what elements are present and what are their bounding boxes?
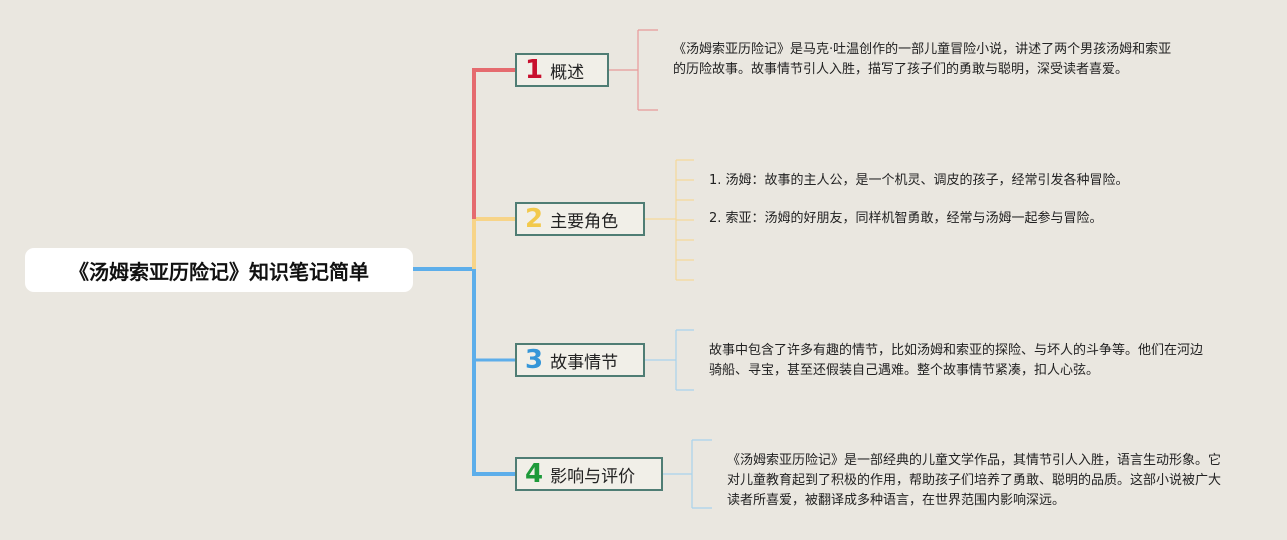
note-character-2: 2. 索亚：汤姆的好朋友，同样机智勇敢，经常与汤姆一起参与冒险。 [709,211,1103,226]
branch3-bracket [645,329,694,391]
branch-label: 概述 [550,62,585,83]
trunk-lower [472,269,516,476]
branch-label: 主要角色 [550,211,619,232]
note-text: 《汤姆索亚历险记》是马克·吐温创作的一部儿童冒险小说，讲述了两个男孩汤姆和索亚的… [673,42,1172,77]
root-title: 《汤姆索亚历险记》知识笔记简单 [25,248,413,292]
note-text: 《汤姆索亚历险记》是一部经典的儿童文学作品，其情节引人入胜，语言生动形象。它对儿… [727,453,1222,508]
branch1-bracket [608,29,658,111]
branch-impact[interactable]: 4 影响与评价 [515,457,663,491]
branch-label: 影响与评价 [550,466,636,487]
branch-number: 4 [525,459,544,489]
note-text: 故事中包含了许多有趣的情节，比如汤姆和索亚的探险、与坏人的斗争等。他们在河边骑船… [709,343,1204,378]
branch-label: 故事情节 [550,352,619,373]
branch-plot[interactable]: 3 故事情节 [515,343,645,377]
branch-characters[interactable]: 2 主要角色 [515,202,645,236]
branch1-connector [472,68,516,219]
branch4-bracket [662,439,712,509]
note-impact: 《汤姆索亚历险记》是一部经典的儿童文学作品，其情节引人入胜，语言生动形象。它对儿… [727,451,1221,511]
note-character-1: 1. 汤姆：故事的主人公，是一个机灵、调皮的孩子，经常引发各种冒险。 [709,173,1129,188]
branch-overview[interactable]: 1 概述 [515,53,609,87]
branch-number: 2 [525,204,544,234]
note-plot: 故事中包含了许多有趣的情节，比如汤姆和索亚的探险、与坏人的斗争等。他们在河边骑船… [709,341,1205,381]
branch-number: 1 [525,55,544,85]
branch2-connector [472,217,516,269]
branch-number: 3 [525,345,544,375]
note-overview: 《汤姆索亚历险记》是马克·吐温创作的一部儿童冒险小说，讲述了两个男孩汤姆和索亚的… [673,40,1173,80]
branch2-bracket [645,159,694,281]
note-characters: 1. 汤姆：故事的主人公，是一个机灵、调皮的孩子，经常引发各种冒险。 2. 索亚… [709,171,1179,229]
